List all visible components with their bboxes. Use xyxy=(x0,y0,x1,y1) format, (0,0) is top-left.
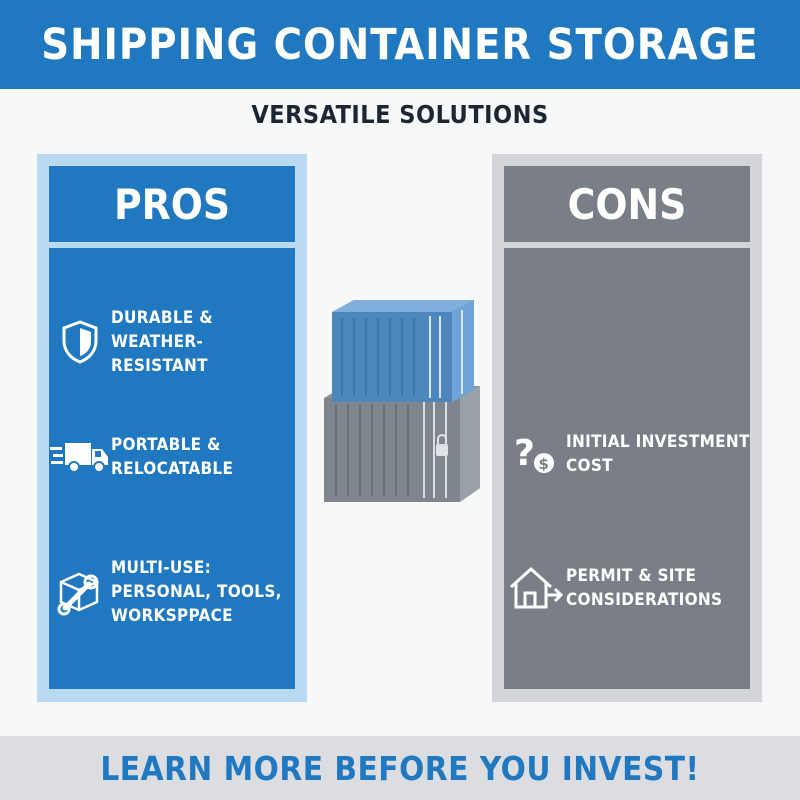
title-banner: SHIPPING CONTAINER STORAGE xyxy=(0,0,800,89)
cons-item-permit: PERMIT & SITE CONSIDERATIONS xyxy=(504,560,750,616)
pros-item-text: MULTI-USE: PERSONAL, TOOLS, WORKSPPACE xyxy=(111,558,282,626)
truck-icon xyxy=(49,429,111,485)
subtitle: VERSATILE SOLUTIONS xyxy=(251,100,549,129)
pros-item-portable: PORTABLE & RELOCATABLE xyxy=(49,429,295,485)
svg-text:?: ? xyxy=(514,433,535,474)
box-wrench-icon xyxy=(49,564,111,620)
pros-item-text: DURABLE & WEATHER-RESISTANT xyxy=(111,308,213,376)
pros-item-durable: DURABLE & WEATHER-RESISTANT xyxy=(49,306,295,378)
shipping-containers-illustration xyxy=(318,298,482,504)
cons-list: ? $ INITIAL INVESTMENT COST PER xyxy=(504,248,750,689)
cons-item-initial-cost: ? $ INITIAL INVESTMENT COST xyxy=(504,426,750,482)
pros-heading: PROS xyxy=(49,166,295,242)
footer-banner: LEARN MORE BEFORE YOU INVEST! xyxy=(0,736,800,800)
cons-item-text: PERMIT & SITE CONSIDERATIONS xyxy=(566,566,723,610)
question-dollar-icon: ? $ xyxy=(504,426,566,482)
house-arrow-icon xyxy=(504,560,566,616)
footer-cta-text: LEARN MORE BEFORE YOU INVEST! xyxy=(100,748,700,788)
pros-item-text: PORTABLE & RELOCATABLE xyxy=(111,435,234,479)
pros-panel: PROS DURABLE & WEATHER-RESISTANT xyxy=(37,154,307,702)
svg-text:$: $ xyxy=(539,455,549,473)
cons-heading: CONS xyxy=(504,166,750,242)
pros-item-multi-use: MULTI-USE: PERSONAL, TOOLS, WORKSPPACE xyxy=(49,556,295,628)
page-title: SHIPPING CONTAINER STORAGE xyxy=(41,19,759,70)
shield-icon xyxy=(49,314,111,370)
pros-list: DURABLE & WEATHER-RESISTANT PORTABLE & xyxy=(49,248,295,689)
cons-item-text: INITIAL INVESTMENT COST xyxy=(566,432,750,476)
cons-panel: CONS ? $ INITIAL INVESTMENT COST xyxy=(492,154,762,702)
